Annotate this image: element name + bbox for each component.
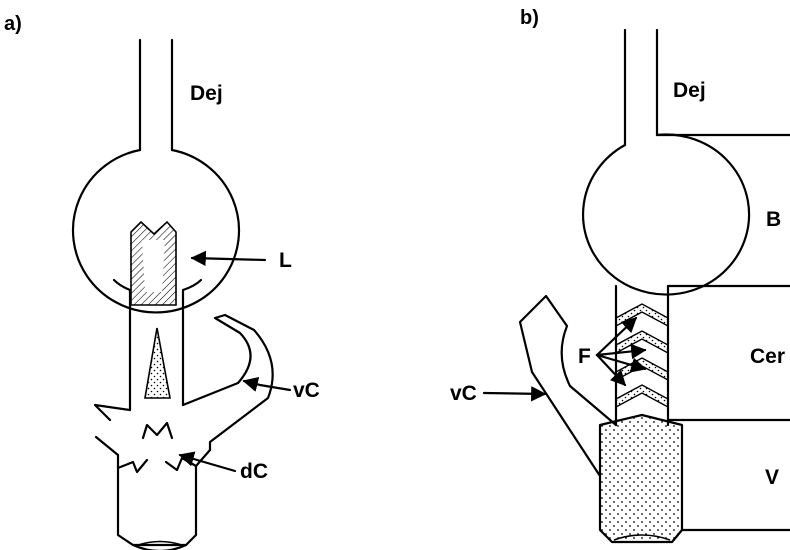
panel-b-dotted-block — [600, 415, 682, 542]
panel-a-label-l: L — [279, 249, 292, 272]
panel-b-arrow-vc — [484, 393, 545, 394]
panel-a-arrow-l — [192, 258, 265, 260]
panel-b-label-cer: Cer — [750, 345, 785, 368]
panel-b-label-dej: Dej — [673, 79, 706, 102]
panel-b-label-f: F — [578, 345, 591, 368]
panel-b-label-vc: vC — [450, 382, 477, 405]
panel-a-tag: a) — [4, 13, 22, 35]
panel-b-chevrons — [616, 304, 668, 407]
panel-a-arrow-dc — [180, 455, 235, 471]
panel-a-ventral-process — [183, 315, 273, 450]
panel-a-label-vc: vC — [293, 379, 320, 402]
panel-a-base-cylinder — [118, 466, 196, 550]
panel-b-tag: b) — [520, 7, 539, 29]
panel-b-label-b: B — [766, 208, 781, 231]
panel-a-lens-structure — [131, 222, 176, 305]
panel-b-label-v: V — [765, 466, 779, 489]
panel-a-label-dej: Dej — [190, 82, 223, 105]
panel-b: b) Dej B Cer — [450, 7, 790, 542]
panel-a-arrow-vc — [244, 381, 290, 390]
panel-a: a) — [4, 13, 320, 550]
panel-a-label-dc: dC — [240, 460, 268, 483]
panel-a-dorsal-process — [95, 405, 210, 472]
panel-a-dotted-cone — [145, 328, 170, 398]
